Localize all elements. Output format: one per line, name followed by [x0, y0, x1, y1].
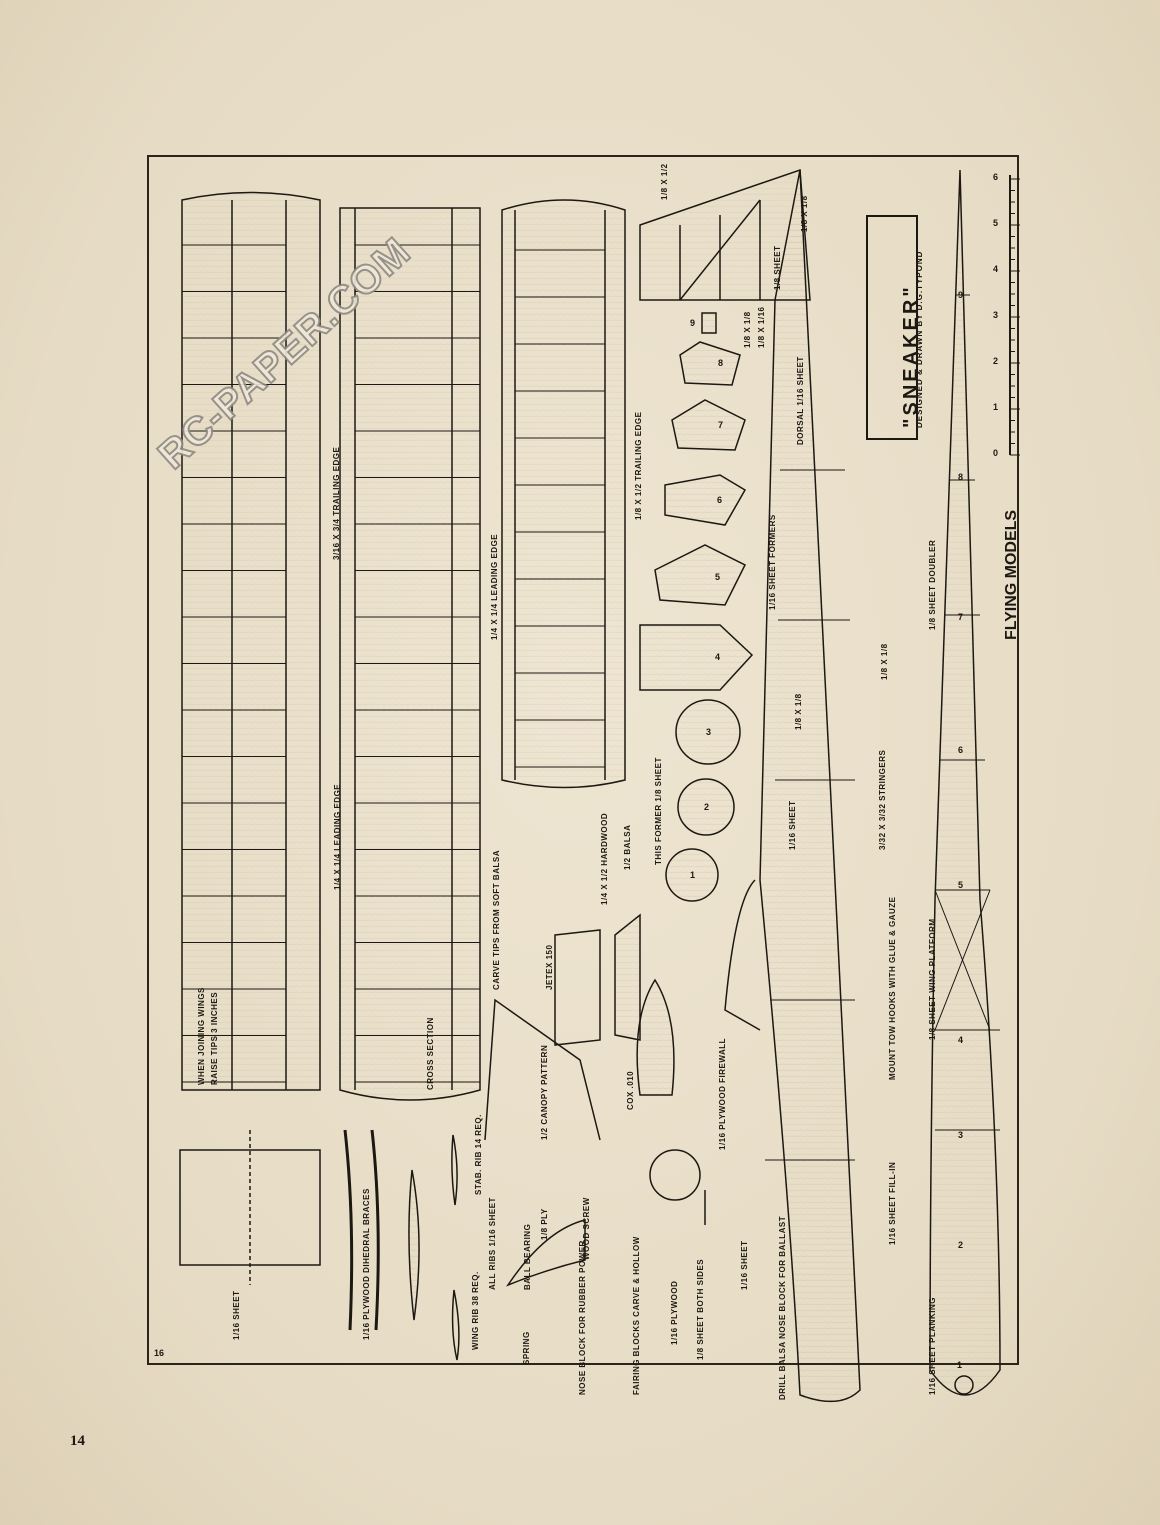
plan-number: 7 [958, 612, 964, 622]
label-ply-116: 1/16 PLYWOOD [670, 1280, 679, 1345]
scale-tick-label: 5 [993, 218, 999, 228]
plan-subtitle: DESIGNED & DRAWN BY D.G.TYPOND [915, 250, 924, 428]
label-stringer-18a: 1/8 X 1/8 [794, 693, 803, 730]
formers [639, 312, 754, 902]
label-leading-edge-stab: 1/4 X 1/4 LEADING EDGE [490, 533, 499, 640]
label-firewall: 1/16 PLYWOOD FIREWALL [718, 1038, 727, 1150]
label-jetex: JETEX 150 [545, 944, 554, 990]
plan-number: 6 [958, 745, 964, 755]
label-wing-rib: WING RIB 38 REQ. [471, 1271, 480, 1350]
scale-tick-label: 0 [993, 448, 999, 458]
former-number: 7 [718, 420, 724, 430]
scale-tick-label: 6 [993, 172, 999, 182]
label-carve-tips: CARVE TIPS FROM SOFT BALSA [492, 850, 501, 990]
label-stab-rib: STAB. RIB 14 REQ. [474, 1114, 483, 1195]
fuselage-side [639, 168, 861, 1403]
former-number: 3 [706, 727, 712, 737]
plan-number: 5 [958, 880, 964, 890]
label-leading-edge-wing: 1/4 X 1/4 LEADING EDGE [333, 783, 342, 890]
former-number: 5 [715, 572, 721, 582]
plan-number: 4 [958, 1035, 964, 1045]
label-fill-in: 1/16 SHEET FILL-IN [888, 1161, 897, 1245]
label-planking: 1/16 SHEET PLANKING [928, 1297, 937, 1395]
magazine-name: FLYING MODELS [1003, 509, 1020, 640]
scale-tick-label: 2 [993, 356, 999, 366]
label-stringer-18b: 1/8 X 1/8 [880, 643, 889, 680]
drawing-frame [147, 155, 1019, 1365]
label-trailing-edge-wing: 3/16 X 3/4 TRAILING EDGE [332, 446, 341, 560]
label-spring: SPRING [522, 1331, 531, 1365]
label-fin-18a: 1/8 X 1/8 [743, 311, 752, 348]
label-doubler: 1/8 SHEET DOUBLER [928, 539, 937, 630]
scale-tick-label: 4 [993, 264, 999, 274]
scale-tick-label: 1 [993, 402, 999, 412]
wing-panel-right [339, 207, 481, 1101]
label-wing-platform: 1/8 SHEET WING PLATFORM [928, 918, 937, 1040]
label-balsa-half: 1/2 BALSA [623, 824, 632, 870]
former-number: 8 [718, 358, 724, 368]
label-top-18: 1/8 X 1/8 [800, 195, 809, 232]
label-former-18: THIS FORMER 1/8 SHEET [654, 757, 663, 865]
title-box [866, 215, 918, 440]
label-canopy: 1/2 CANOPY PATTERN [540, 1044, 549, 1140]
label-cross-section: CROSS SECTION [426, 1017, 435, 1090]
label-raise-tips: RAISE TIPS 3 INCHES [210, 991, 219, 1085]
wing-panel-left [181, 191, 321, 1091]
label-fairing: FAIRING BLOCKS CARVE & HOLLOW [632, 1236, 641, 1395]
label-hardwood: 1/4 X 1/2 HARDWOOD [600, 812, 609, 905]
label-tow-hooks: MOUNT TOW HOOKS WITH GLUE & GAUZE [888, 896, 897, 1080]
label-sheet-116: 1/16 SHEET [232, 1290, 241, 1340]
scale-tick-label: 3 [993, 310, 999, 320]
label-ball-bearing: BALL BEARING [523, 1223, 532, 1290]
label-all-ribs: ALL RIBS 1/16 SHEET [488, 1197, 497, 1290]
plan-number: 8 [958, 472, 964, 482]
label-drill-nose: DRILL BALSA NOSE BLOCK FOR BALLAST [778, 1215, 787, 1400]
label-sheet-formers: 1/16 SHEET FORMERS [768, 514, 777, 610]
sheet-number: 16 [154, 1348, 165, 1358]
label-dorsal: DORSAL 1/16 SHEET [796, 356, 805, 445]
former-number: 6 [717, 495, 723, 505]
label-fin-116: 1/8 X 1/16 [757, 306, 766, 348]
scale-ruler [1009, 175, 1020, 456]
plan-number: 1 [957, 1360, 963, 1370]
label-fus-sheet: 1/16 SHEET [788, 800, 797, 850]
fuselage-top [929, 169, 1001, 1396]
label-ply-18: 1/8 PLY [540, 1208, 549, 1240]
label-stringers: 3/32 X 3/32 STRINGERS [878, 749, 887, 850]
label-trailing-edge-stab: 1/8 X 1/2 TRAILING EDGE [634, 411, 643, 520]
plan-number: 9 [958, 290, 964, 300]
label-sheet-both: 1/8 SHEET BOTH SIDES [696, 1258, 705, 1360]
plan-number: 3 [958, 1130, 964, 1140]
label-nose-block: NOSE BLOCK FOR RUBBER POWER [578, 1240, 587, 1395]
label-dihedral: 1/16 PLYWOOD DIHEDRAL BRACES [362, 1188, 371, 1340]
stabilizer [501, 199, 626, 789]
label-joining: WHEN JOINING WINGS [197, 987, 206, 1085]
former-number: 2 [704, 802, 710, 812]
former-number: 9 [690, 318, 696, 328]
small-parts [179, 913, 706, 1361]
label-sheet-116b: 1/16 SHEET [740, 1240, 749, 1290]
former-number: 1 [690, 870, 696, 880]
label-fin-top: 1/8 X 1/2 [660, 163, 669, 200]
plan-number: 2 [958, 1240, 964, 1250]
page-number: 14 [70, 1433, 85, 1449]
former-number: 4 [715, 652, 721, 662]
label-cox: COX .010 [626, 1070, 635, 1110]
label-fin-sheet: 1/8 SHEET [773, 245, 782, 290]
